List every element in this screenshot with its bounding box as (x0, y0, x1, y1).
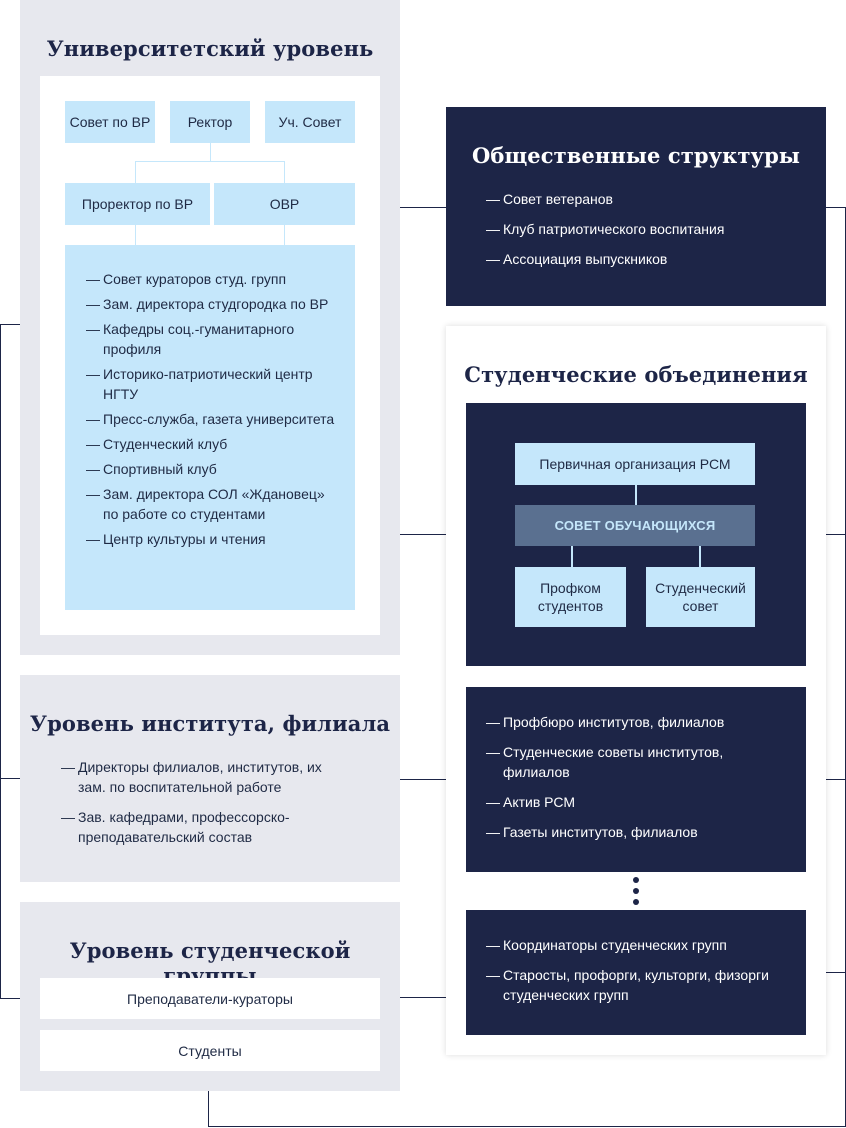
list-item: Профбюро институтов, филиалов (486, 712, 786, 732)
connector-line (826, 207, 845, 208)
connector-line (806, 779, 846, 780)
connector-line (806, 534, 846, 535)
ovr-box: ОВР (214, 183, 355, 225)
rsm-organization-box: Первичная организация РСМ (515, 443, 755, 485)
group-associations-list: Координаторы студенческих групп Старосты… (486, 935, 791, 1005)
connector-line (635, 484, 637, 506)
university-level-title: Университетский уровень (46, 36, 374, 61)
connector-line (135, 224, 136, 246)
list-item: Центр культуры и чтения (86, 529, 339, 549)
university-level-panel: Университетский уровень Совет по ВР Рект… (20, 0, 400, 655)
connector-line (208, 1090, 209, 1127)
institute-level-panel: Уровень института, филиала Директоры фил… (20, 675, 400, 882)
student-council-block: Первичная организация РСМ СОВЕТ ОБУЧАЮЩИ… (466, 403, 806, 666)
connector-line (284, 224, 285, 246)
group-associations-block: Координаторы студенческих групп Старосты… (466, 910, 806, 1035)
list-item: Спортивный клуб (86, 459, 339, 479)
list-item: Совет кураторов студ. групп (86, 269, 339, 289)
university-level-card: Совет по ВР Ректор Уч. Совет Проректор п… (40, 76, 380, 635)
connector-line (284, 161, 285, 184)
public-structures-title: Общественные структуры (471, 143, 801, 168)
connector-line (699, 545, 701, 567)
ellipsis-dot (633, 888, 639, 894)
student-associations-panel: Студенческие объединения Первичная орган… (446, 326, 826, 1055)
curators-box: Преподаватели-кураторы (40, 978, 380, 1019)
list-item: Старосты, профорги, культорги, физорги с… (486, 965, 791, 1005)
connector-line (135, 161, 285, 162)
group-level-panel: Уровень студенческой группы Преподавател… (20, 902, 400, 1091)
institute-level-list: Директоры филиалов, институтов, их зам. … (61, 757, 341, 847)
connector-line (571, 545, 573, 567)
connector-line (210, 142, 211, 161)
list-item: Актив РСМ (486, 792, 786, 812)
connector-line (0, 324, 1, 999)
academic-council-box: Уч. Совет (265, 101, 355, 143)
institute-associations-list: Профбюро институтов, филиалов Студенческ… (486, 712, 786, 842)
ellipsis-dot (633, 877, 639, 883)
connector-line (380, 997, 466, 998)
trade-union-box: Профком студентов (515, 567, 626, 627)
list-item: Директоры филиалов, институтов, их зам. … (61, 757, 341, 797)
list-item: Зам. директора студгородка по ВР (86, 294, 339, 314)
list-item: Совет ветеранов (486, 189, 806, 209)
institute-level-title: Уровень института, филиала (29, 711, 391, 736)
list-item: Кафедры соц.-гуманитарного профиля (86, 319, 339, 359)
council-vr-box: Совет по ВР (65, 101, 155, 143)
list-item: Пресс-служба, газета университета (86, 409, 339, 429)
connector-line (399, 779, 466, 780)
university-units-list-box: Совет кураторов студ. групп Зам. директо… (65, 245, 355, 610)
list-item: Студенческий клуб (86, 434, 339, 454)
list-item: Газеты институтов, филиалов (486, 822, 786, 842)
list-item: Историко-патриотический центр НГТУ (86, 364, 339, 404)
list-item: Студенческие советы институтов, филиалов (486, 742, 786, 782)
list-item: Зав. кафедрами, профессорско-преподавате… (61, 807, 341, 847)
connector-line (135, 161, 136, 184)
institute-associations-block: Профбюро институтов, филиалов Студенческ… (466, 687, 806, 872)
public-structures-panel: Общественные структуры Совет ветеранов К… (446, 107, 826, 306)
public-structures-list: Совет ветеранов Клуб патриотического вос… (486, 189, 806, 269)
connector-line (0, 778, 21, 779)
connector-line (806, 972, 846, 973)
list-item: Координаторы студенческих групп (486, 935, 791, 955)
rector-box: Ректор (170, 101, 250, 143)
student-council-box: СОВЕТ ОБУЧАЮЩИХСЯ (515, 505, 755, 546)
student-council-small-box: Студенческий совет (646, 567, 755, 627)
connector-line (399, 207, 446, 208)
students-box: Студенты (40, 1030, 380, 1071)
list-item: Ассоциация выпускников (486, 249, 806, 269)
vice-rector-box: Проректор по ВР (65, 183, 210, 225)
ellipsis-dot (633, 899, 639, 905)
connector-line (0, 324, 21, 325)
list-item: Клуб патриотического воспитания (486, 219, 806, 239)
connector-line (399, 534, 466, 535)
list-item: Зам. директора СОЛ «Ждановец» по работе … (86, 484, 339, 524)
student-associations-title: Студенческие объединения (464, 362, 808, 387)
connector-line (208, 1126, 846, 1127)
